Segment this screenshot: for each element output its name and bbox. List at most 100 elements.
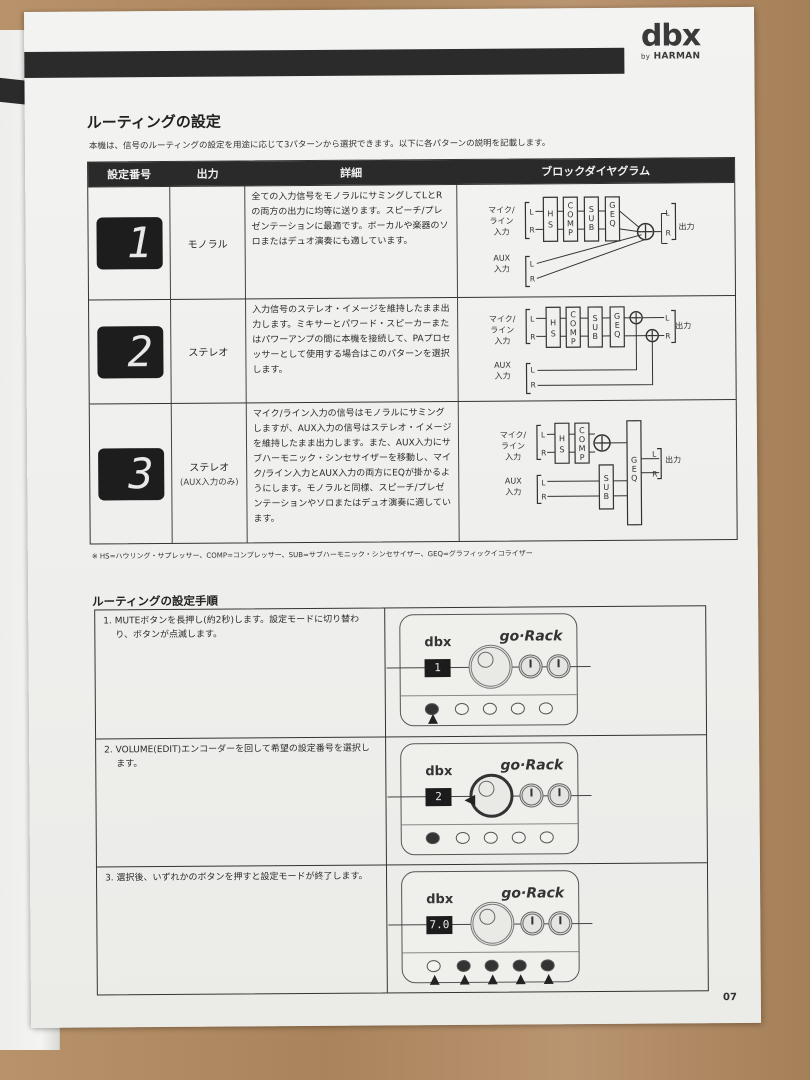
device-illustration: dbx go·Rack 7.0 ▲ ▲ ▲ ▲ [387,863,708,992]
svg-text:H: H [547,209,553,218]
svg-text:ライン: ライン [490,326,514,335]
svg-text:O: O [570,319,576,328]
step-text: 2. VOLUME(EDIT)エンコーダーを回して希望の設定番号を選択します。 [96,737,387,867]
device-dbx-logo: dbx [424,635,452,651]
header-block-diagram: ブロックダイヤグラム [541,164,651,179]
output-cell: ステレオ [171,299,247,403]
step-text: 1. MUTEボタンを長押し(約2秒)します。設定モードに切り替わり、ボタンが点… [95,608,387,739]
button-strip [400,694,577,697]
device-button-icon [484,959,499,972]
svg-text:L: L [530,314,535,323]
svg-text:S: S [551,329,556,338]
procedure-table: 1. MUTEボタンを長押し(約2秒)します。設定モードに切り替わり、ボタンが点… [94,605,709,996]
press-arrow-icon: ▲ [487,971,498,987]
output-mode: ステレオ [189,462,230,474]
device-button-icon [456,959,471,973]
device-button-icon [454,702,469,716]
svg-text:P: P [568,228,573,237]
header-output: 出力 [196,167,219,181]
svg-text:出力: 出力 [665,454,681,464]
byline-prefix: by [640,52,651,61]
svg-text:Q: Q [614,330,620,339]
procedure-step: 2. VOLUME(EDIT)エンコーダーを回して希望の設定番号を選択します。 … [96,734,707,867]
svg-text:B: B [604,492,610,501]
output-mode: ステレオ [188,347,229,359]
svg-text:S: S [589,205,594,214]
svg-text:R: R [541,448,546,457]
knob-icon [548,911,573,936]
device-gorack-logo: go·Rack [501,885,565,902]
device-illustration: dbx go·Rack 1 ▲ [385,606,706,736]
svg-text:U: U [588,214,594,223]
page-number: 07 [722,992,737,1004]
svg-text:O: O [567,210,573,219]
svg-text:入力: 入力 [505,452,521,462]
device-gorack-logo: go·Rack [499,628,563,645]
svg-text:L: L [665,313,670,322]
knob-icon [547,783,572,808]
setting-number-cell: 2 [89,299,172,404]
svg-text:L: L [530,365,535,374]
svg-text:R: R [541,492,546,501]
svg-text:M: M [579,444,586,453]
svg-text:U: U [592,323,598,332]
svg-text:G: G [631,456,637,465]
svg-text:R: R [652,470,657,479]
mute-button-icon [426,960,441,973]
svg-text:出力: 出力 [675,320,691,330]
device-button-icon [539,831,554,844]
knob-icon [519,783,544,808]
volume-encoder [470,901,515,946]
setting-number-cell: 1 [88,186,172,300]
svg-text:入力: 入力 [494,227,510,237]
segment-display: 2 [96,325,164,378]
svg-text:S: S [604,474,609,483]
svg-text:L: L [541,478,546,487]
device-button-icon [512,959,527,972]
svg-text:ライン: ライン [489,217,513,226]
svg-text:Q: Q [609,219,615,228]
svg-text:入力: 入力 [495,371,511,381]
go-rack-device: dbx go·Rack 7.0 [388,870,593,984]
device-button-icon [455,831,470,845]
press-arrow-icon: ▲ [429,972,440,988]
svg-text:G: G [614,312,620,321]
device-button-icon [482,702,497,715]
table-row: 2 ステレオ 入力信号のステレオ・イメージを維持したまま出力します。ミキサーとパ… [89,295,736,404]
svg-text:L: L [529,207,534,216]
press-arrow-icon: ▲ [515,971,526,987]
svg-text:C: C [568,201,574,210]
knob-icon [518,654,543,679]
volume-encoder [468,644,513,689]
header-detail: 詳細 [340,166,363,180]
device-gorack-logo: go·Rack [500,757,564,774]
output-cell: モノラル [170,186,247,299]
go-rack-device: dbx go·Rack 1 [386,613,591,727]
svg-text:C: C [579,426,585,435]
table-footnote: ※ HS=ハウリング・サプレッサー、COMP=コンプレッサー、SUB=サブハーモ… [91,549,533,561]
table-header: 設定番号 出力 詳細 ブロックダイヤグラム [88,158,735,187]
routing-table: 設定番号 出力 詳細 ブロックダイヤグラム 1 モノラル 全ての入力信号をモノラ… [87,157,738,545]
svg-text:R: R [530,332,535,341]
device-illustration: dbx go·Rack 2 ◀ [386,735,707,864]
rotate-arrow-icon: ◀ [464,791,476,808]
svg-text:R: R [530,225,535,234]
section-title-procedure: ルーティングの設定手順 [92,593,218,609]
svg-text:L: L [665,208,670,217]
device-dbx-logo: dbx [425,764,453,780]
svg-text:L: L [530,259,535,268]
output-mode-note: (AUX入力のみ) [180,477,239,488]
dbx-logo: dbx by HARMAN [640,18,701,62]
device-display: 7.0 [426,916,453,935]
logo-mark: dbx [640,18,701,54]
svg-text:AUX: AUX [505,477,522,486]
mute-button-icon [425,832,440,845]
byline-brand: HARMAN [653,51,701,62]
detail-cell: 入力信号のステレオ・イメージを維持したまま出力します。ミキサーとパワード・スピー… [246,297,459,403]
device-button-icon [510,702,525,715]
svg-text:R: R [531,380,536,389]
output-cell: ステレオ (AUX入力のみ) [171,403,248,543]
device-display: 2 [425,788,452,807]
